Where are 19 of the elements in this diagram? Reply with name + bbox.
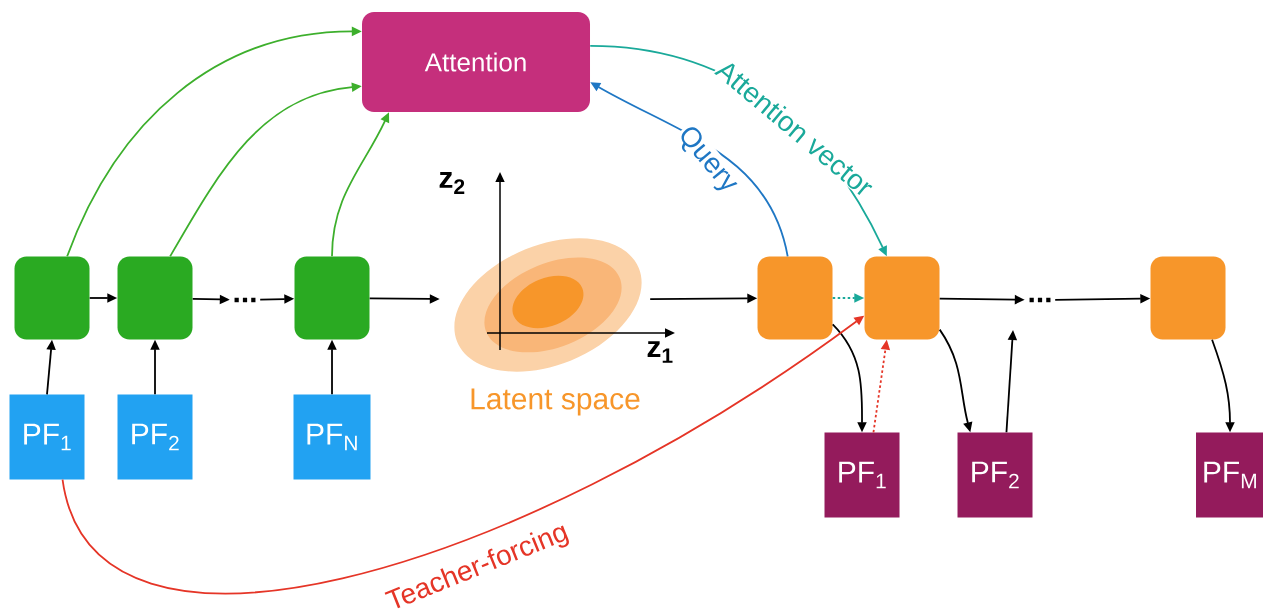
decoder-box bbox=[1150, 256, 1226, 340]
encoder-box bbox=[117, 256, 193, 340]
input-box: PF$_{N}$ bbox=[293, 394, 371, 480]
input-box: PF$_{1}$ bbox=[9, 394, 85, 480]
decoder-box bbox=[864, 256, 940, 340]
output-box: PF$_{M}$ bbox=[1196, 432, 1263, 518]
attention-box: Attention bbox=[362, 12, 590, 112]
output-box: PF$_{1}$ bbox=[824, 432, 900, 518]
axis-label: z$_{1}$ bbox=[647, 341, 673, 363]
output-box: PF$_{2}$ bbox=[957, 432, 1033, 518]
node-label: Latent space bbox=[471, 388, 640, 416]
latent-space-drawing bbox=[454, 238, 642, 372]
encoder-box bbox=[294, 256, 370, 340]
axis-label: z$_{2}$ bbox=[439, 172, 465, 194]
ellipsis: ... bbox=[1029, 297, 1051, 303]
encoder-box bbox=[14, 256, 90, 340]
decoder-box bbox=[757, 256, 833, 340]
ellipsis: ... bbox=[234, 297, 256, 303]
input-box: PF$_{2}$ bbox=[117, 394, 193, 480]
